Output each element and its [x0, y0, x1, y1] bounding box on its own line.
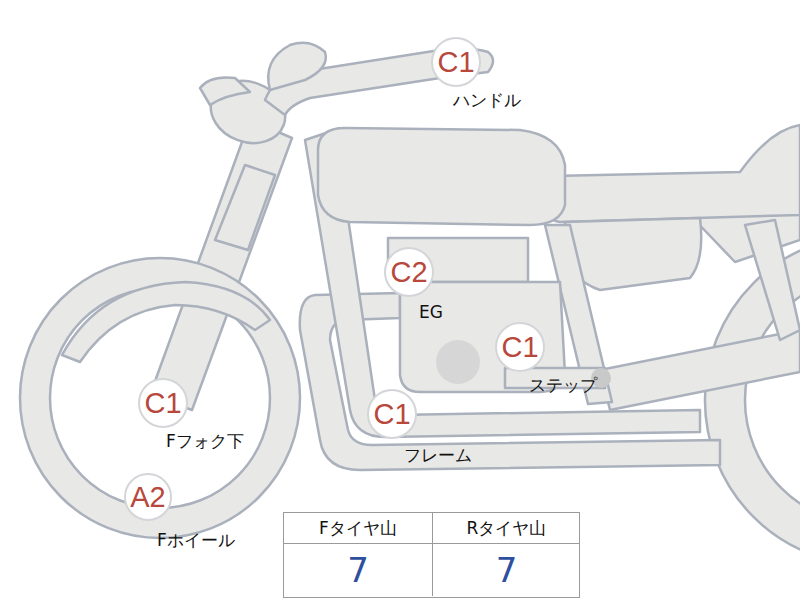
seat	[544, 125, 800, 222]
part-name: EG	[417, 303, 445, 322]
part-name: ステップ	[527, 376, 599, 395]
fuel-tank	[318, 128, 565, 225]
engine-cover	[436, 340, 480, 384]
part-name: フレーム	[402, 446, 474, 465]
header-text: Fタイヤ山	[319, 520, 397, 537]
meter	[200, 77, 250, 105]
table-header: Fタイヤ山	[284, 513, 432, 544]
grade-circle: C2	[384, 247, 434, 297]
grade-code: C1	[437, 48, 474, 77]
fork-tube	[215, 165, 275, 250]
grade-circle: C1	[431, 37, 481, 87]
handle-left	[268, 43, 326, 90]
grade-circle: C1	[495, 322, 545, 372]
tread-value: 7	[347, 553, 369, 587]
front-fender	[62, 282, 270, 362]
grade-code: C2	[390, 258, 427, 287]
grade-code: C1	[373, 400, 410, 429]
part-name: Fホイール	[155, 531, 237, 550]
grade-circle: C1	[138, 378, 188, 428]
part-name: Fフォク下	[164, 432, 246, 451]
table-value: 7	[432, 544, 580, 596]
table-header: Rタイヤ山	[432, 513, 580, 544]
side-cover	[565, 218, 701, 290]
grade-code: C1	[144, 389, 181, 418]
front-wheel	[20, 258, 300, 538]
header-text: Rタイヤ山	[467, 520, 547, 537]
tread-value: 7	[496, 553, 518, 587]
grade-circle: A2	[124, 473, 172, 521]
part-name: ハンドル	[451, 91, 523, 110]
grade-circle: C1	[367, 389, 417, 439]
rear-shock	[745, 220, 800, 340]
tread-table: Fタイヤ山 Rタイヤ山 7 7	[283, 512, 580, 598]
grade-code: C1	[501, 333, 538, 362]
grade-code: A2	[130, 483, 165, 512]
table-value: 7	[284, 544, 432, 596]
swing-arm	[600, 330, 800, 410]
